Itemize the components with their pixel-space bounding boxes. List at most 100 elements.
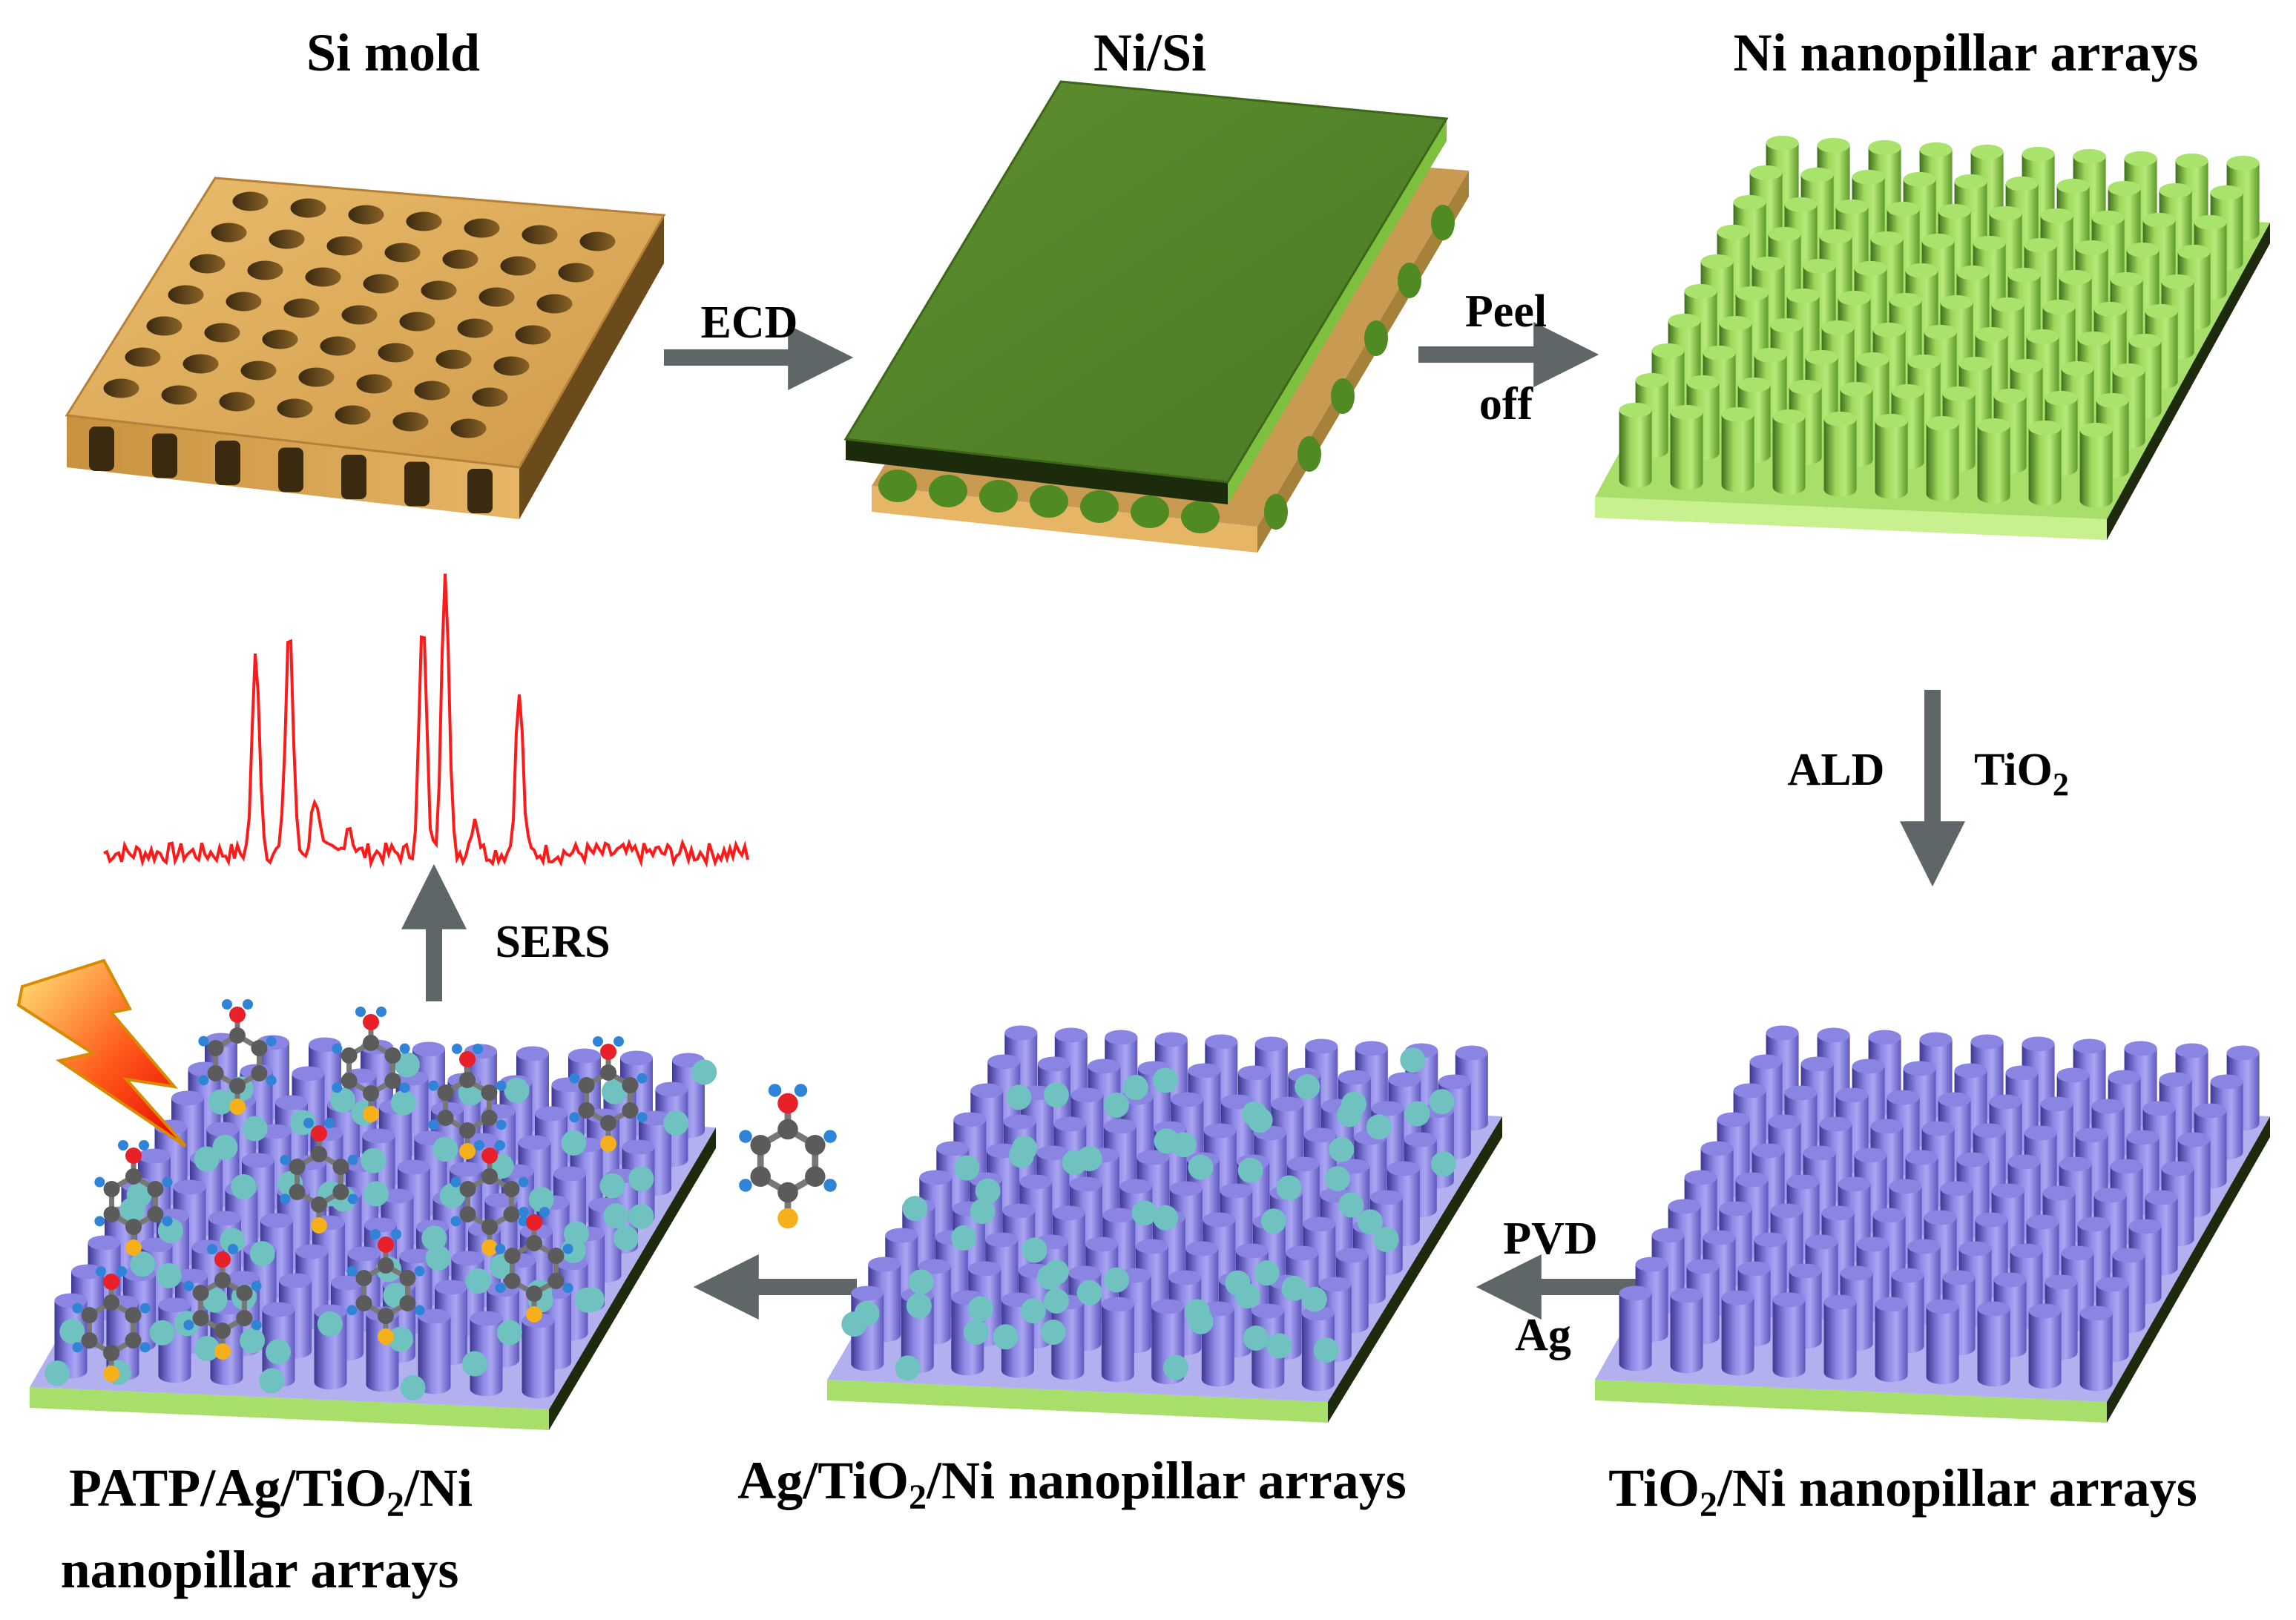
ag-nanoparticle bbox=[1281, 1275, 1307, 1301]
ag-nanoparticle bbox=[1325, 1166, 1351, 1192]
ag-nanoparticle bbox=[628, 1166, 654, 1192]
ag-nanoparticle bbox=[613, 1225, 639, 1251]
mold-hole bbox=[500, 256, 536, 276]
mold-slot bbox=[278, 447, 303, 493]
mold-hole bbox=[457, 318, 493, 338]
ag-nanoparticle bbox=[1234, 1282, 1260, 1308]
mold-hole bbox=[435, 349, 472, 369]
label-ni-nanopillar-arrays: Ni nanopillar arrays bbox=[1734, 23, 2199, 82]
ag-nanoparticle bbox=[1357, 1209, 1383, 1235]
ag-nanoparticle bbox=[603, 1203, 629, 1229]
mold-hole bbox=[182, 354, 219, 374]
step-sers: SERS bbox=[495, 917, 610, 967]
ni-fill-bump bbox=[1080, 490, 1119, 523]
ag-nanoparticle bbox=[208, 1089, 234, 1115]
ag-nanoparticle bbox=[1430, 1151, 1456, 1177]
ag-nanoparticle bbox=[1043, 1260, 1069, 1285]
mold-hole bbox=[168, 285, 204, 305]
ni-fill-bump bbox=[878, 470, 917, 502]
mold-hole bbox=[232, 191, 269, 211]
mold-hole bbox=[269, 229, 305, 249]
ag-nanoparticle bbox=[963, 1319, 989, 1345]
mold-hole bbox=[363, 274, 399, 294]
ag-nanoparticle bbox=[1188, 1154, 1214, 1180]
ag-nanoparticle bbox=[970, 1199, 996, 1225]
patp-molecule bbox=[94, 1140, 173, 1256]
nanopillar bbox=[1823, 1294, 1857, 1380]
mold-hole bbox=[478, 287, 515, 307]
ag-nanoparticle bbox=[1062, 1150, 1088, 1176]
ag-nanoparticle bbox=[1154, 1128, 1180, 1154]
ag-nanoparticle bbox=[975, 1178, 1001, 1204]
nanopillar bbox=[2079, 1305, 2113, 1392]
ni-nanopillar-array bbox=[1595, 135, 2270, 540]
ag-nanoparticle bbox=[59, 1319, 85, 1345]
ag-nanoparticle bbox=[364, 1181, 389, 1207]
ni-fill-bump bbox=[1364, 320, 1388, 356]
mold-slot bbox=[89, 427, 114, 471]
ag-nanoparticle bbox=[1260, 1208, 1286, 1234]
ag-nanoparticle bbox=[421, 1225, 447, 1251]
ag-nanoparticle bbox=[1131, 1200, 1157, 1226]
ag-nanoparticle bbox=[906, 1293, 932, 1319]
ag-nanoparticle bbox=[1008, 1142, 1034, 1168]
patp-molecule bbox=[428, 1044, 507, 1159]
ag-nanoparticle bbox=[1295, 1074, 1320, 1100]
ag-nanoparticle bbox=[317, 1311, 343, 1337]
step-peel: Peel bbox=[1465, 286, 1547, 337]
ag-nanoparticle bbox=[1247, 1107, 1273, 1133]
ni-fill-bump bbox=[1030, 485, 1068, 518]
nanopillar bbox=[1101, 1297, 1134, 1383]
mold-slot bbox=[152, 433, 177, 478]
substrate-side bbox=[1328, 1116, 1502, 1423]
step-ald: ALD bbox=[1788, 745, 1885, 795]
ag-nanoparticle bbox=[1152, 1067, 1178, 1093]
ag-nanoparticle bbox=[1153, 1205, 1179, 1231]
mold-hole bbox=[522, 225, 558, 245]
mold-hole bbox=[392, 412, 429, 432]
ag-nanoparticle bbox=[156, 1262, 182, 1288]
nanopillar bbox=[1875, 413, 1908, 499]
mold-hole bbox=[421, 280, 457, 300]
ag-nanoparticle bbox=[528, 1187, 554, 1213]
ag-nanoparticle bbox=[496, 1320, 522, 1346]
ag-nanoparticle bbox=[1276, 1175, 1302, 1201]
patp-ag-tio2-ni-nanopillar-array bbox=[30, 999, 717, 1430]
patp-molecule bbox=[332, 1007, 410, 1122]
mold-hole bbox=[298, 367, 335, 387]
ag-nanoparticle bbox=[628, 1204, 654, 1230]
patp-molecule bbox=[198, 999, 277, 1115]
mold-hole bbox=[161, 385, 197, 405]
mold-hole bbox=[406, 211, 442, 231]
nanopillar bbox=[1772, 409, 1806, 495]
label-ag-tio2-ni-arrays: Ag/TiO2/Ni nanopillar arrays bbox=[737, 1451, 1406, 1517]
ag-nanoparticle bbox=[361, 1148, 386, 1173]
mold-hole bbox=[326, 236, 363, 256]
mold-slot bbox=[215, 441, 240, 485]
nanopillar bbox=[1772, 1292, 1806, 1378]
ag-nanoparticle bbox=[1163, 1354, 1189, 1380]
ag-nanoparticle bbox=[1337, 1102, 1363, 1127]
nanopillar bbox=[470, 1311, 503, 1397]
nanopillar bbox=[1977, 418, 2010, 504]
nanopillar bbox=[1875, 1297, 1908, 1383]
ag-nanoparticle bbox=[290, 1110, 316, 1136]
ag-nanoparticle bbox=[220, 1228, 246, 1254]
ag-nanoparticle bbox=[895, 1355, 921, 1381]
ag-nanoparticle bbox=[1122, 1075, 1148, 1101]
nanopillar bbox=[2028, 1303, 2062, 1389]
ag-nanoparticle bbox=[967, 1296, 993, 1322]
nanopillar bbox=[1670, 1288, 1703, 1374]
ag-tio2-ni-nanopillar-array bbox=[827, 1025, 1502, 1423]
mold-hole bbox=[515, 325, 551, 345]
ag-nanoparticle bbox=[329, 1087, 355, 1113]
substrate-side bbox=[2107, 223, 2270, 540]
substrate-front bbox=[30, 1387, 549, 1430]
ag-nanoparticle bbox=[1237, 1157, 1263, 1183]
ag-nanoparticle bbox=[1188, 1308, 1214, 1334]
mold-hole bbox=[211, 223, 247, 243]
ag-nanoparticle bbox=[1366, 1114, 1392, 1140]
ag-nanoparticle bbox=[240, 1328, 266, 1354]
nanopillar bbox=[1926, 1299, 1959, 1385]
